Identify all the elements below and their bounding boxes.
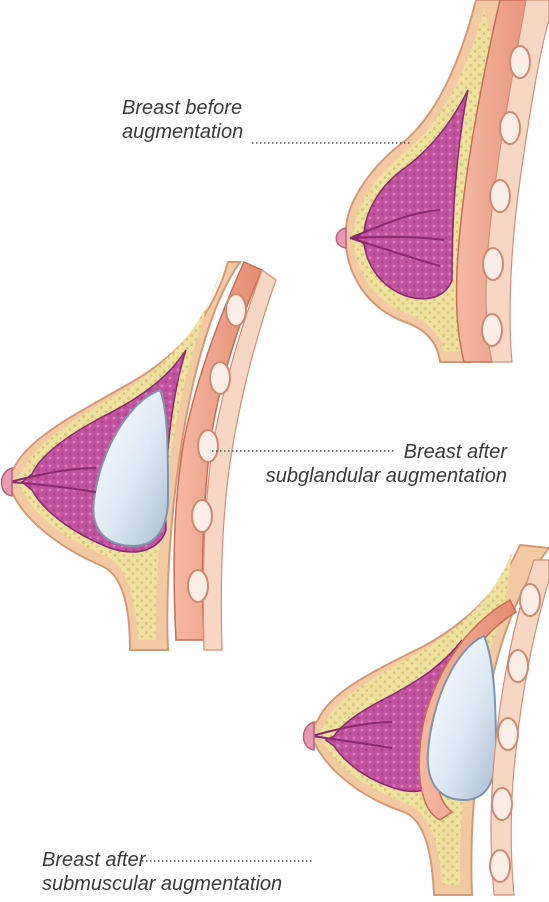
label-submuscular-augmentation: Breast after submuscular augmentation bbox=[42, 848, 282, 896]
nipple bbox=[2, 468, 13, 496]
label-before-line1: Breast before bbox=[122, 96, 243, 120]
label-submuscular-line1: Breast after bbox=[42, 848, 282, 872]
figure-before-augmentation bbox=[336, 0, 549, 362]
figure-subglandular-augmentation bbox=[2, 262, 277, 650]
label-before-line2: augmentation bbox=[122, 120, 243, 144]
label-subglandular-line2: subglandular augmentation bbox=[266, 464, 507, 488]
nipple bbox=[304, 722, 315, 750]
figure-submuscular-augmentation bbox=[304, 545, 549, 895]
label-submuscular-line2: submuscular augmentation bbox=[42, 872, 282, 896]
label-subglandular-line1: Breast after bbox=[266, 440, 507, 464]
label-before-augmentation: Breast before augmentation bbox=[122, 96, 243, 144]
label-subglandular-augmentation: Breast after subglandular augmentation bbox=[266, 440, 507, 488]
nipple bbox=[336, 228, 346, 248]
